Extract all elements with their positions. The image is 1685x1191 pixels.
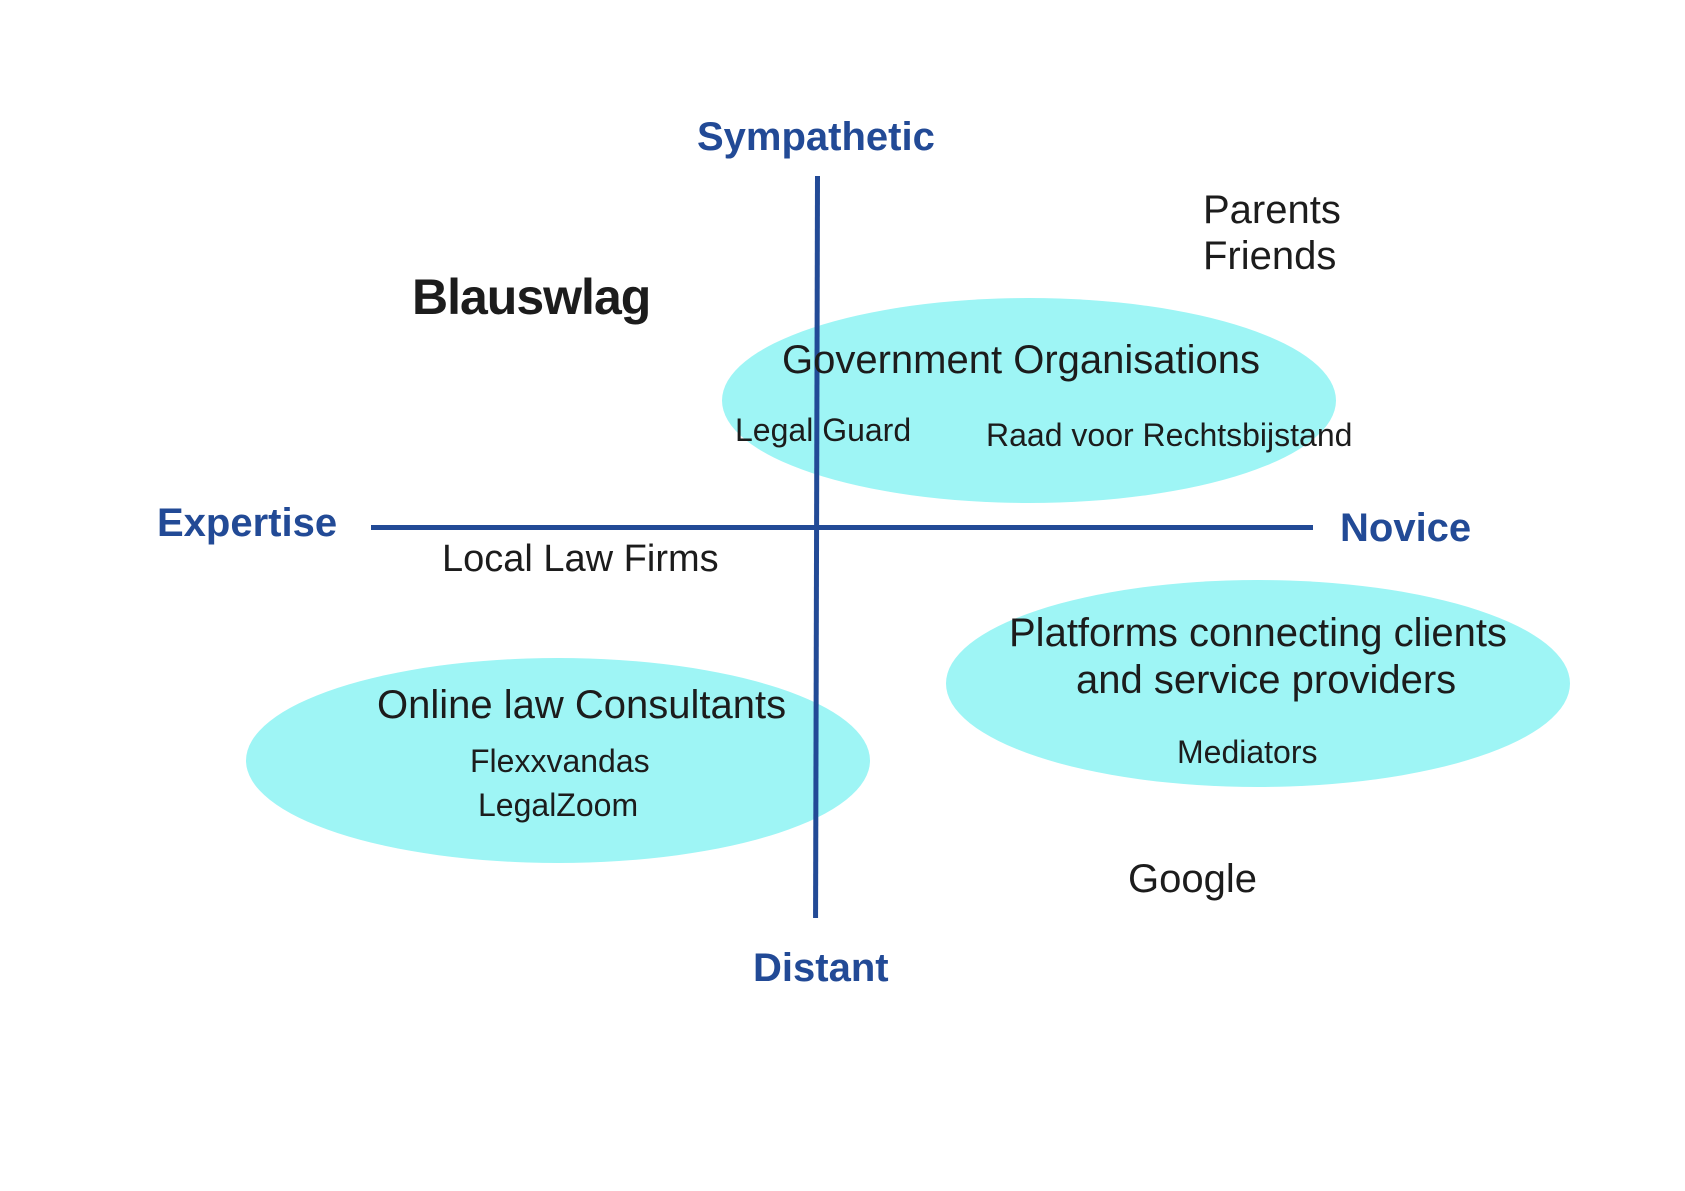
label-google: Google <box>1128 857 1257 901</box>
label-parents: Parents <box>1203 188 1341 232</box>
government-item-raad-voor-rechtsbijstand: Raad voor Rechtsbijstand <box>986 417 1353 453</box>
platforms-cluster-ellipse <box>946 580 1570 787</box>
government-cluster-ellipse <box>722 298 1336 503</box>
diagram-title: Blauswlag <box>412 269 651 325</box>
axis-label-right: Novice <box>1340 506 1472 550</box>
online-cluster-label: Online law Consultants <box>377 683 787 727</box>
platforms-cluster-label-line1: Platforms connecting clients <box>1009 611 1508 655</box>
government-cluster-label: Government Organisations <box>782 338 1261 382</box>
axis-label-top: Sympathetic <box>697 115 935 159</box>
axis-label-bottom: Distant <box>753 946 889 990</box>
government-item-legal-guard: Legal Guard <box>735 412 912 448</box>
platforms-cluster-label-line2: and service providers <box>1076 658 1457 702</box>
label-friends: Friends <box>1203 234 1337 278</box>
axis-label-left: Expertise <box>157 501 338 545</box>
online-item-legalzoom: LegalZoom <box>478 787 639 823</box>
platforms-item-mediators: Mediators <box>1177 734 1318 770</box>
label-local-law-firms: Local Law Firms <box>442 538 719 580</box>
online-item-flexxvandas: Flexxvandas <box>470 743 650 779</box>
horizontal-axis-line <box>371 525 1313 530</box>
online-consultants-cluster-ellipse <box>246 658 870 863</box>
